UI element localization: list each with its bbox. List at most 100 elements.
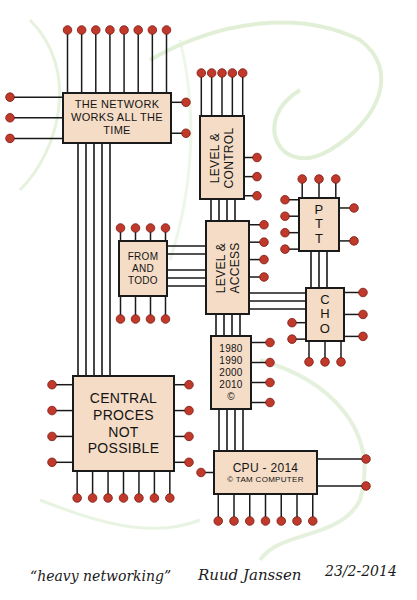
chip-box: FROM AND TODO bbox=[118, 240, 168, 297]
pin-dot bbox=[332, 175, 341, 184]
pin-lead bbox=[166, 30, 168, 92]
chip-box: CHO bbox=[305, 287, 345, 342]
bus-wires bbox=[78, 144, 110, 375]
chip-label: PTT bbox=[313, 203, 326, 246]
date-note: 23/2-2014 bbox=[325, 563, 397, 579]
pin-dot bbox=[321, 358, 330, 367]
pin-dot bbox=[281, 212, 290, 221]
pin-dot bbox=[253, 191, 262, 200]
pin-dot bbox=[277, 517, 286, 526]
pin-lead bbox=[201, 73, 203, 115]
bus-wires bbox=[250, 293, 305, 309]
pin-dot bbox=[182, 98, 191, 107]
pin-lead bbox=[109, 30, 111, 92]
pin-dot bbox=[362, 482, 371, 491]
chip-box: PTT bbox=[298, 197, 340, 252]
pin-lead bbox=[137, 30, 139, 92]
pin-lead bbox=[67, 30, 69, 92]
pin-dot bbox=[120, 26, 129, 35]
chip-label: FROM AND TODO bbox=[124, 251, 162, 287]
pin-dot bbox=[146, 224, 155, 233]
pin-lead bbox=[221, 73, 223, 115]
pin-dot bbox=[131, 224, 140, 233]
pin-dot bbox=[298, 175, 307, 184]
pin-dot bbox=[260, 255, 269, 264]
pin-dot bbox=[150, 494, 159, 503]
pin-dot bbox=[135, 494, 144, 503]
pin-dot bbox=[166, 494, 175, 503]
pin-dot bbox=[162, 26, 171, 35]
pin-dot bbox=[182, 129, 191, 138]
chip-label: 1980 1990 2000 2010 © bbox=[216, 343, 246, 403]
pin-dot bbox=[104, 494, 113, 503]
pin-dot bbox=[260, 273, 269, 282]
pin-dot bbox=[73, 494, 82, 503]
caption: “heavy networking” bbox=[30, 568, 171, 584]
chip-sublabel: © TAM COMPUTER bbox=[219, 475, 312, 485]
pin-dot bbox=[48, 432, 57, 441]
pin-dot bbox=[253, 172, 262, 181]
pin-dot bbox=[185, 432, 194, 441]
pin-dot bbox=[88, 494, 97, 503]
pin-dot bbox=[253, 153, 262, 162]
chip-box: THE NETWORK WORKS ALL THE TIME bbox=[62, 92, 172, 144]
pin-dot bbox=[337, 358, 346, 367]
pin-lead bbox=[318, 458, 366, 460]
pin-dot bbox=[238, 69, 247, 78]
chip-label: LEVEL & ACCESS bbox=[213, 226, 242, 309]
pin-dot bbox=[308, 517, 317, 526]
pin-dot bbox=[350, 204, 359, 213]
pin-lead bbox=[10, 117, 62, 119]
pin-dot bbox=[148, 26, 157, 35]
pin-dot bbox=[288, 335, 297, 344]
pin-lead bbox=[152, 30, 154, 92]
bus-wires bbox=[211, 200, 235, 220]
pin-dot bbox=[106, 26, 115, 35]
bus-wires bbox=[168, 246, 205, 286]
pin-dot bbox=[146, 315, 155, 324]
pin-dot bbox=[260, 238, 269, 247]
pin-dot bbox=[48, 458, 57, 467]
chip-box: CENTRAL PROCES NOT POSSIBLE bbox=[72, 375, 175, 472]
pin-lead bbox=[123, 30, 125, 92]
pin-lead bbox=[242, 73, 244, 115]
chip-label: CENTRAL PROCES NOT POSSIBLE bbox=[78, 390, 169, 457]
signature: Ruud Janssen bbox=[198, 566, 302, 584]
pin-dot bbox=[134, 26, 143, 35]
pin-dot bbox=[119, 494, 128, 503]
pin-lead bbox=[10, 138, 62, 140]
pin-lead bbox=[211, 73, 213, 115]
pin-dot bbox=[261, 517, 270, 526]
pin-dot bbox=[6, 134, 15, 143]
pin-dot bbox=[131, 315, 140, 324]
pin-lead bbox=[232, 73, 234, 115]
pin-dot bbox=[185, 380, 194, 389]
chip-label: LEVEL & CONTROL bbox=[208, 121, 237, 194]
pin-dot bbox=[116, 224, 125, 233]
pin-dot bbox=[228, 69, 237, 78]
pin-dot bbox=[207, 69, 216, 78]
pin-dot bbox=[161, 315, 170, 324]
pin-dot bbox=[77, 26, 86, 35]
pin-lead bbox=[318, 485, 366, 487]
chip-box: 1980 1990 2000 2010 © bbox=[210, 335, 252, 410]
pin-dot bbox=[214, 517, 223, 526]
pin-dot bbox=[266, 378, 275, 387]
pin-dot bbox=[359, 310, 368, 319]
pin-dot bbox=[266, 358, 275, 367]
pin-dot bbox=[281, 245, 290, 254]
pin-dot bbox=[185, 458, 194, 467]
pin-dot bbox=[266, 398, 275, 407]
pin-dot bbox=[161, 224, 170, 233]
chip-box: LEVEL & CONTROL bbox=[199, 115, 245, 200]
pin-dot bbox=[185, 406, 194, 415]
pin-dot bbox=[266, 338, 275, 347]
pin-dot bbox=[91, 26, 100, 35]
pin-dot bbox=[350, 237, 359, 246]
pin-dot bbox=[281, 228, 290, 237]
pin-dot bbox=[293, 517, 302, 526]
pin-dot bbox=[260, 220, 269, 229]
pin-dot bbox=[48, 380, 57, 389]
green-swirl bbox=[170, 40, 191, 260]
